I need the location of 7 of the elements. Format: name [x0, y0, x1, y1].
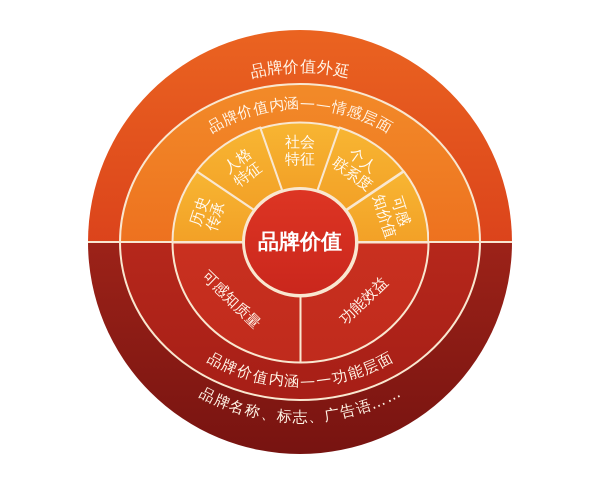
segment-label: 人格特征	[220, 146, 266, 192]
segment-label: 历史传承	[186, 194, 229, 234]
segment-label: 可感知质量	[198, 268, 264, 332]
center-label: 品牌价值	[258, 228, 342, 256]
segment-label: 社会特征	[284, 134, 315, 168]
band-label: 品牌价值外延	[248, 56, 352, 82]
segment-label: 功能效益	[336, 274, 392, 328]
